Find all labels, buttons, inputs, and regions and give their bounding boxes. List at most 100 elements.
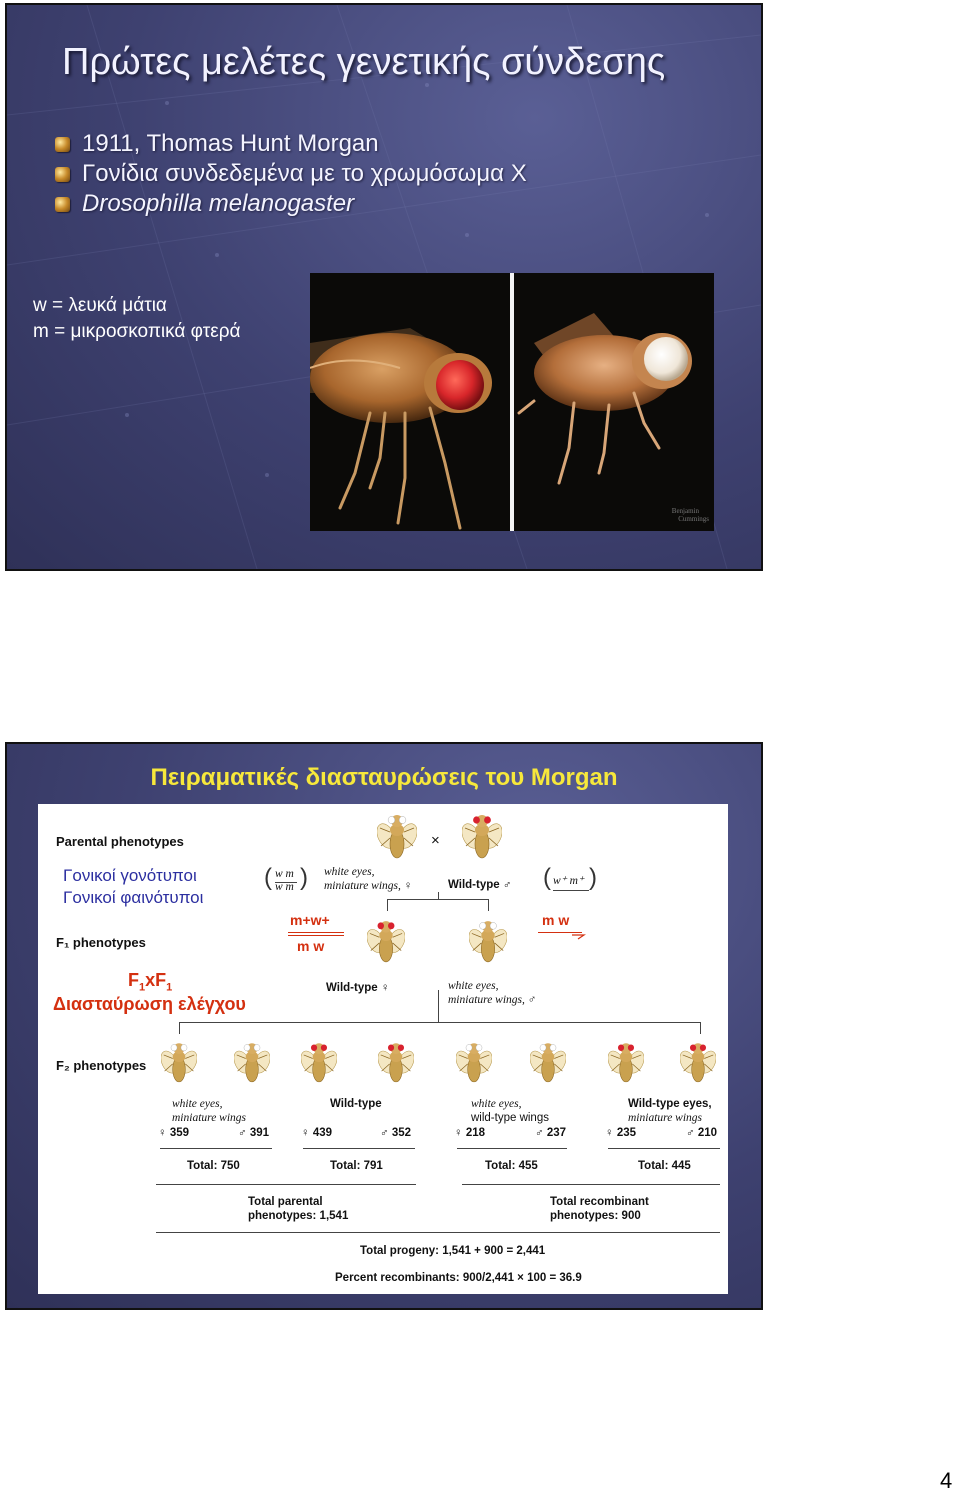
f2-fly-icon	[456, 1038, 492, 1088]
genotype-bar	[275, 882, 297, 883]
connector-line	[387, 899, 489, 900]
bracket-line	[462, 1184, 720, 1185]
group-1-female: ♀ 359	[158, 1127, 190, 1139]
bracket-line	[303, 1148, 415, 1149]
connector-line	[179, 1022, 700, 1023]
f1-male-fly-icon	[469, 916, 507, 968]
group-1-label-2: miniature wings	[172, 1112, 247, 1124]
connector-line	[438, 892, 439, 899]
allele-legend: w = λευκά μάτια m = μικροσκοπικά φτερά	[33, 293, 241, 345]
group-4-male: ♂ 210	[686, 1127, 718, 1139]
testcross-title: F1xF1	[128, 970, 173, 994]
page-number: 4	[940, 1468, 953, 1493]
parental-female-fly-icon	[377, 810, 417, 864]
group-1-total: Total: 750	[187, 1160, 240, 1172]
group-4-total: Total: 445	[638, 1160, 691, 1172]
recombinant-total-2: phenotypes: 900	[550, 1210, 641, 1222]
testcross-subtitle: Διασταύρωση ελέγχου	[53, 994, 246, 1014]
genotype-bar	[538, 932, 582, 933]
morgan-cross-diagram: Parental phenotypes × Γονικοί γονότυποι …	[38, 804, 728, 1294]
photo-credit-1: Benjamin	[672, 507, 700, 515]
genotype-bracket-open: (	[264, 864, 272, 891]
bullet-item: Drosophilla melanogaster	[55, 189, 527, 219]
group-1-male: ♂ 391	[238, 1127, 270, 1139]
f2-fly-icon	[530, 1038, 566, 1088]
group-3-label-1: white eyes,	[471, 1098, 522, 1110]
parental-male-desc: Wild-type ♂	[448, 879, 512, 891]
bullet-item: 1911, Thomas Hunt Morgan	[55, 129, 527, 159]
f1-female-fly-icon	[367, 916, 405, 968]
white-eyed-fly-photo: Benjamin Cummings	[514, 273, 714, 531]
total-progeny: Total progeny: 1,541 + 900 = 2,441	[360, 1245, 546, 1257]
group-4-label-2: miniature wings	[628, 1112, 703, 1124]
bracket-line	[608, 1148, 720, 1149]
slide-2: Πειραματικές διασταυρώσεις του Morgan	[5, 742, 763, 1310]
slide-1: Πρώτες μελέτες γενετικής σύνδεσης 1911, …	[5, 3, 763, 571]
f1-male-label-2: miniature wings, ♂	[448, 994, 537, 1006]
legend-w: w = λευκά μάτια	[33, 295, 167, 316]
parental-phenotypes-label: Parental phenotypes	[56, 834, 184, 849]
group-3-female: ♀ 218	[454, 1127, 486, 1139]
f2-fly-icon	[234, 1038, 270, 1088]
group-3-total: Total: 455	[485, 1160, 538, 1172]
slide-title: Πειραματικές διασταυρώσεις του Morgan	[150, 764, 618, 791]
parental-female-desc-2: miniature wings, ♀	[324, 880, 413, 892]
bullet-text: Γονίδια συνδεδεμένα με το χρωμόσωμα Χ	[82, 160, 527, 187]
group-4-label-1: Wild-type eyes,	[628, 1098, 712, 1110]
f1-female-genotype-bottom: m w	[297, 938, 325, 954]
group-1-label-1: white eyes,	[172, 1098, 223, 1110]
connector-line	[438, 990, 439, 1022]
f2-fly-icon	[680, 1038, 716, 1088]
f1-female-label: Wild-type ♀	[326, 982, 390, 994]
bullet-icon	[55, 166, 70, 182]
genotype-bar	[553, 890, 589, 891]
cross-symbol: ×	[431, 832, 440, 849]
parental-female-genotype-top: w m	[275, 868, 294, 880]
connector-line	[700, 1022, 701, 1034]
bullet-item: Γονίδια συνδεδεμένα με το χρωμόσωμα Χ	[55, 159, 527, 189]
connector-line	[179, 1022, 180, 1034]
bullet-icon	[55, 136, 70, 152]
f1-male-genotype: m w	[542, 912, 570, 928]
bullet-text: 1911, Thomas Hunt Morgan	[82, 130, 379, 157]
parental-total-2: phenotypes: 1,541	[248, 1210, 349, 1222]
genotype-bar	[288, 932, 344, 933]
legend-m: m = μικροσκοπικά φτερά	[33, 321, 241, 342]
bracket-line	[160, 1148, 272, 1149]
parental-female-desc-1: white eyes,	[324, 866, 375, 878]
f1-phenotypes-label: F₁ phenotypes	[56, 935, 146, 950]
f2-fly-icon	[161, 1038, 197, 1088]
f2-phenotypes-label: F₂ phenotypes	[56, 1058, 147, 1073]
group-4-female: ♀ 235	[605, 1127, 637, 1139]
genotype-bar	[288, 935, 344, 936]
slide-title: Πρώτες μελέτες γενετικής σύνδεσης	[62, 41, 666, 83]
group-3-label-2: wild-type wings	[471, 1112, 549, 1124]
parental-male-fly-icon	[462, 810, 502, 864]
genotype-bracket-close: )	[300, 864, 308, 891]
percent-recombinants: Percent recombinants: 900/2,441 × 100 = …	[335, 1272, 582, 1284]
recombinant-total-1: Total recombinant	[550, 1196, 649, 1208]
connector-line	[387, 899, 388, 911]
connector-line	[488, 899, 489, 911]
red-eyed-fly-photo	[310, 273, 510, 531]
group-2-female: ♀ 439	[301, 1127, 333, 1139]
f2-fly-icon	[608, 1038, 644, 1088]
group-2-total: Total: 791	[330, 1160, 383, 1172]
bracket-line	[156, 1184, 416, 1185]
f1-male-label-1: white eyes,	[448, 980, 499, 992]
group-2-label-1: Wild-type	[330, 1098, 382, 1110]
male-bracket-open: (	[543, 864, 551, 891]
group-3-male: ♂ 237	[535, 1127, 567, 1139]
male-bracket-close: )	[589, 864, 597, 891]
bracket-line	[457, 1148, 567, 1149]
bracket-line	[156, 1232, 720, 1233]
genotype-label: Γονικοί γονότυποι	[63, 866, 197, 885]
photo-divider	[510, 273, 514, 531]
bullet-icon	[55, 196, 70, 212]
photo-credit-2: Cummings	[678, 515, 709, 523]
phenotype-label: Γονικοί φαινότυποι	[63, 888, 204, 907]
parental-male-genotype: w⁺ m⁺	[553, 875, 584, 887]
f1-female-genotype-top: m+w+	[290, 912, 330, 928]
f2-fly-icon	[378, 1038, 414, 1088]
f2-fly-icon	[301, 1038, 337, 1088]
